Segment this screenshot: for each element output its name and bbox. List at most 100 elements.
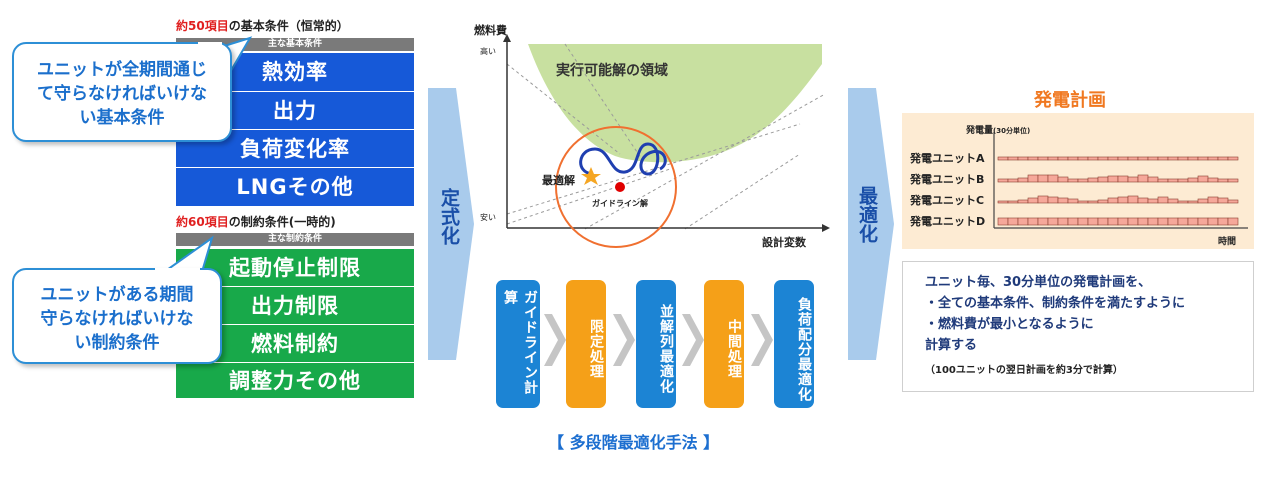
plan-bar xyxy=(1197,198,1209,204)
plan-bar xyxy=(1117,217,1129,226)
plan-bar xyxy=(1007,156,1019,161)
plan-bar xyxy=(1157,178,1169,183)
plan-bar xyxy=(1047,217,1059,226)
plan-bar xyxy=(1037,195,1049,204)
plan-bar xyxy=(1047,196,1059,204)
feasible-region-label: 実行可能解の領域 xyxy=(556,63,668,79)
plan-bar xyxy=(1027,197,1039,204)
plan-unit-labels: 発電ユニットA 発電ユニットB 発電ユニットC 発電ユニットD xyxy=(910,148,985,232)
plan-bar xyxy=(1117,196,1129,204)
callout-top: ユニットが全期間通じて守らなければいけない基本条件 xyxy=(12,42,232,142)
plan-bar xyxy=(1137,174,1149,183)
plan-bar xyxy=(1127,176,1139,183)
plan-bar xyxy=(1057,217,1069,226)
plan-bar xyxy=(1067,217,1079,226)
plan-bar xyxy=(1087,217,1099,226)
basic-count-highlight: 約50項目 xyxy=(176,19,229,33)
plan-bar xyxy=(997,217,1009,226)
plan-bar xyxy=(1057,176,1069,183)
search-circle xyxy=(555,126,677,248)
optimization-label: 最適化 xyxy=(856,186,878,243)
callout-bottom: ユニットがある期間守らなければいけない制約条件 xyxy=(12,268,222,364)
plan-bar xyxy=(1037,217,1049,226)
plan-bar xyxy=(1017,156,1029,161)
formulation-arrow xyxy=(428,88,474,360)
plan-bar xyxy=(1087,200,1099,204)
plan-bar xyxy=(1217,156,1229,161)
plan-bar xyxy=(1107,217,1119,226)
plan-bar xyxy=(1027,174,1039,183)
plan-bar xyxy=(1177,217,1189,226)
optimum-star xyxy=(581,167,601,185)
plan-bar xyxy=(1037,156,1049,161)
plan-bar xyxy=(1147,198,1159,204)
chart-y-high: 高い xyxy=(480,47,496,56)
plan-bar xyxy=(1017,199,1029,204)
formulation-label: 定式化 xyxy=(438,188,460,245)
unit-label: 発電ユニットD xyxy=(910,215,986,228)
optimization-diagram xyxy=(503,34,830,248)
plan-bar xyxy=(1207,217,1219,226)
step-load-dispatch-opt: 負荷配分最適化 xyxy=(774,280,814,408)
plan-bar xyxy=(1097,199,1109,204)
plan-bar xyxy=(1117,156,1129,161)
description-line: 計算する xyxy=(925,338,978,353)
plan-bar xyxy=(1157,217,1169,226)
chart-y-low: 安い xyxy=(480,213,496,222)
basic-conditions-caption: 約50項目の基本条件（恒常的） xyxy=(176,17,349,34)
plan-bar xyxy=(1017,217,1029,226)
step-limiting-process: 限定処理 xyxy=(566,280,606,408)
plan-bar xyxy=(1187,177,1199,183)
unit-label: 発電ユニットA xyxy=(910,152,985,165)
plan-bar xyxy=(1197,217,1209,226)
plan-bar xyxy=(1177,178,1189,183)
plan-bar xyxy=(997,200,1009,204)
description-note: （100ユニットの翌日計画を約3分で計算） xyxy=(925,365,1123,376)
plan-bar xyxy=(1107,156,1119,161)
plan-bar xyxy=(1197,175,1209,183)
plan-chart xyxy=(993,132,1248,229)
plan-bar xyxy=(1107,197,1119,204)
chart-ylabel: 燃料費 xyxy=(474,24,507,37)
plan-bar xyxy=(1037,174,1049,183)
plan-bar xyxy=(1207,177,1219,183)
constraint-caption-text: の制約条件(一時的) xyxy=(228,215,336,229)
plan-bar xyxy=(1107,175,1119,183)
plan-bar xyxy=(1187,200,1199,204)
basic-caption-text: の基本条件（恒常的） xyxy=(228,19,349,33)
plan-bar xyxy=(1157,196,1169,204)
plan-bar xyxy=(1167,178,1179,183)
constraint-conditions-caption: 約60項目の制約条件(一時的) xyxy=(176,213,336,230)
plan-bar xyxy=(997,156,1009,161)
plan-bar xyxy=(1057,197,1069,204)
optimization-arrow xyxy=(848,88,894,360)
method-label: 【 多段階最適化手法 】 xyxy=(548,433,720,452)
description-box: ユニット毎、30分単位の発電計画を、 ・全ての基本条件、制約条件を満たすように … xyxy=(902,261,1254,392)
plan-time-label: 時間 xyxy=(1218,237,1237,247)
plan-bar xyxy=(1227,156,1239,161)
guideline-point xyxy=(615,182,625,192)
plan-bar xyxy=(1197,156,1209,161)
guideline-label: ガイドライン解 xyxy=(592,199,648,208)
plan-bar xyxy=(1217,217,1229,226)
plan-bar xyxy=(1157,156,1169,161)
plan-bar xyxy=(1227,178,1239,183)
plan-bar xyxy=(1167,198,1179,204)
description-line: ・燃料費が最小となるように xyxy=(925,317,1094,332)
constraint-item: 調整力その他 xyxy=(176,363,414,399)
step-parallel-opt: 並解列最適化 xyxy=(636,280,676,408)
plan-bar xyxy=(1167,217,1179,226)
search-path xyxy=(579,142,667,176)
plan-bar xyxy=(1147,217,1159,226)
plan-bar xyxy=(1077,178,1089,183)
plan-bar xyxy=(1007,217,1019,226)
plan-bar xyxy=(1137,156,1149,161)
plan-bar xyxy=(1047,174,1059,183)
plan-bar xyxy=(1047,156,1059,161)
plan-bar xyxy=(1147,176,1159,183)
plan-bars xyxy=(997,156,1239,226)
description-line: ユニット毎、30分単位の発電計画を、 xyxy=(925,275,1152,290)
plan-title: 発電計画 xyxy=(1034,90,1106,111)
plan-amount-label: 発電量(30分単位) xyxy=(966,123,1030,136)
plan-bar xyxy=(1127,195,1139,204)
